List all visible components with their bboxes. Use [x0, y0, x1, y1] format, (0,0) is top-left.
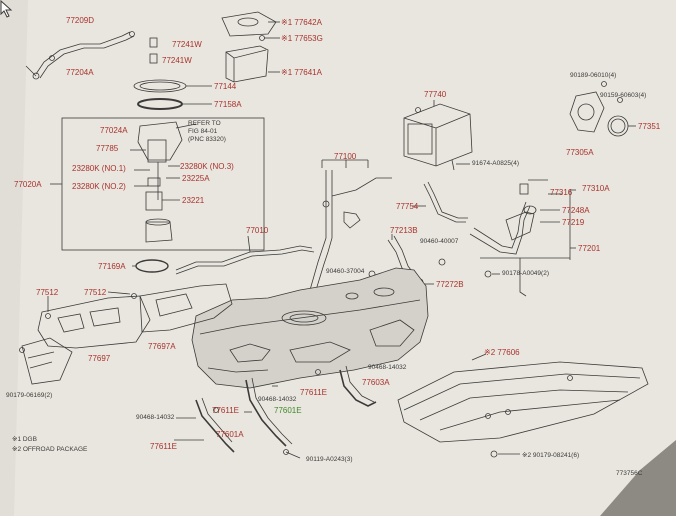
protector-77641A	[225, 45, 269, 83]
hose-77754	[423, 183, 466, 223]
callout-77754: 77754	[396, 202, 419, 211]
tank-band-77601A	[195, 399, 235, 453]
tank-band-77601E	[245, 379, 287, 447]
callout-77241W-1: 77241W	[172, 40, 202, 49]
mouse-cursor-icon	[0, 0, 13, 18]
refer-fig-text: FIG 84-01	[188, 128, 218, 135]
callout-77601E: 77601E	[274, 406, 302, 415]
callout-77310A: 77310A	[582, 184, 610, 193]
refer-pnc-text: (PNC 83320)	[188, 136, 226, 143]
callout-77316: 77316	[550, 188, 573, 197]
callout-77204A: 77204A	[66, 68, 94, 77]
callout-77611E-c: 77611E	[150, 442, 177, 451]
callout-77740: 77740	[424, 90, 447, 99]
line-fitting	[32, 72, 40, 80]
callout-77144: 77144	[214, 82, 237, 91]
callout-91674: 91674-A0825(4)	[472, 160, 519, 167]
callout-77785: 77785	[96, 144, 119, 153]
skid-plate-77606	[397, 361, 649, 443]
callout-77512-b: 77512	[84, 288, 107, 297]
photo-shadow	[600, 440, 676, 516]
note-offroad-package: ※2 OFFROAD PACKAGE	[12, 446, 88, 453]
callout-77272B: 77272B	[436, 280, 464, 289]
callout-77606: ※2 77606	[484, 348, 520, 357]
callout-90178: 90178-A0049(2)	[502, 270, 549, 277]
callout-90460-40007: 90460-40007	[420, 238, 459, 245]
callout-90179-06169: 90179-06169(2)	[6, 392, 53, 399]
callout-77201: 77201	[578, 244, 601, 253]
callout-90119: 90119-A0243(3)	[306, 456, 353, 463]
callout-23280K-3: 23280K (NO.3)	[180, 162, 234, 171]
callout-23221: 23221	[182, 196, 205, 205]
callout-77248A: 77248A	[562, 206, 590, 215]
callout-77512-a: 77512	[36, 288, 59, 297]
pump-sender-77024A	[137, 121, 183, 161]
fuel-line-77209D	[35, 31, 131, 75]
clip-77241W	[149, 37, 158, 48]
callout-90460-37004: 90460-37004	[326, 268, 365, 275]
tank-band-77603A	[339, 369, 377, 407]
callout-77020A: 77020A	[14, 180, 42, 189]
callout-77611E-a: 77611E	[300, 388, 327, 397]
callout-23280K-1: 23280K (NO.1)	[72, 164, 126, 173]
callout-90468-14032-c: 90468-14032	[136, 414, 175, 421]
callout-77601A: 77601A	[216, 430, 244, 439]
callout-77642A: ※1 77642A	[281, 18, 322, 27]
diagram-code: 773756C	[616, 470, 643, 477]
callout-77024A: 77024A	[100, 126, 128, 135]
callout-90468-14032-a: 90468-14032	[368, 364, 407, 371]
callout-90159: 90159-60603(4)	[600, 92, 647, 99]
callout-77209D: 77209D	[66, 16, 95, 25]
pump-filter	[145, 221, 173, 243]
callout-77611E-b: 77611E	[212, 406, 239, 415]
callout-77351: 77351	[638, 122, 661, 131]
protector-plate	[21, 337, 73, 385]
canister-77740	[403, 103, 473, 167]
note-dgb: ※1 DGB	[12, 436, 37, 443]
inlet-pipe-77201	[469, 205, 531, 255]
filler-pipe-77100	[309, 170, 327, 291]
callout-77100: 77100	[334, 152, 357, 161]
callout-77169A: 77169A	[98, 262, 126, 271]
callout-77641A: ※1 77641A	[281, 68, 322, 77]
insulator-77697	[37, 295, 151, 349]
fuel-lid-box-77305A	[569, 91, 605, 133]
callout-77305A: 77305A	[566, 148, 594, 157]
callout-77158A: 77158A	[214, 100, 242, 109]
fuel-tank	[191, 267, 429, 389]
callout-77697A: 77697A	[148, 342, 176, 351]
callout-90189: 90189-06010(4)	[570, 72, 617, 79]
fuel-pump-23221	[145, 191, 163, 211]
callout-77603A: 77603A	[362, 378, 390, 387]
callout-90179-08241: ※2 90179-08241(6)	[522, 452, 580, 459]
protector-77642A	[221, 11, 277, 37]
callout-77697: 77697	[88, 354, 111, 363]
callout-23225A: 23225A	[182, 174, 210, 183]
callout-90468-14032-b: 90468-14032	[258, 396, 297, 403]
callout-77241W-2: 77241W	[162, 56, 192, 65]
callout-77219: 77219	[562, 218, 585, 227]
insulator-77697A	[139, 283, 233, 333]
callout-77010: 77010	[246, 226, 269, 235]
callout-77213B: 77213B	[390, 226, 418, 235]
callout-77653G: ※1 77653G	[281, 34, 323, 43]
callout-23280K-2: 23280K (NO.2)	[72, 182, 126, 191]
refer-to-text: REFER TO	[188, 120, 221, 127]
